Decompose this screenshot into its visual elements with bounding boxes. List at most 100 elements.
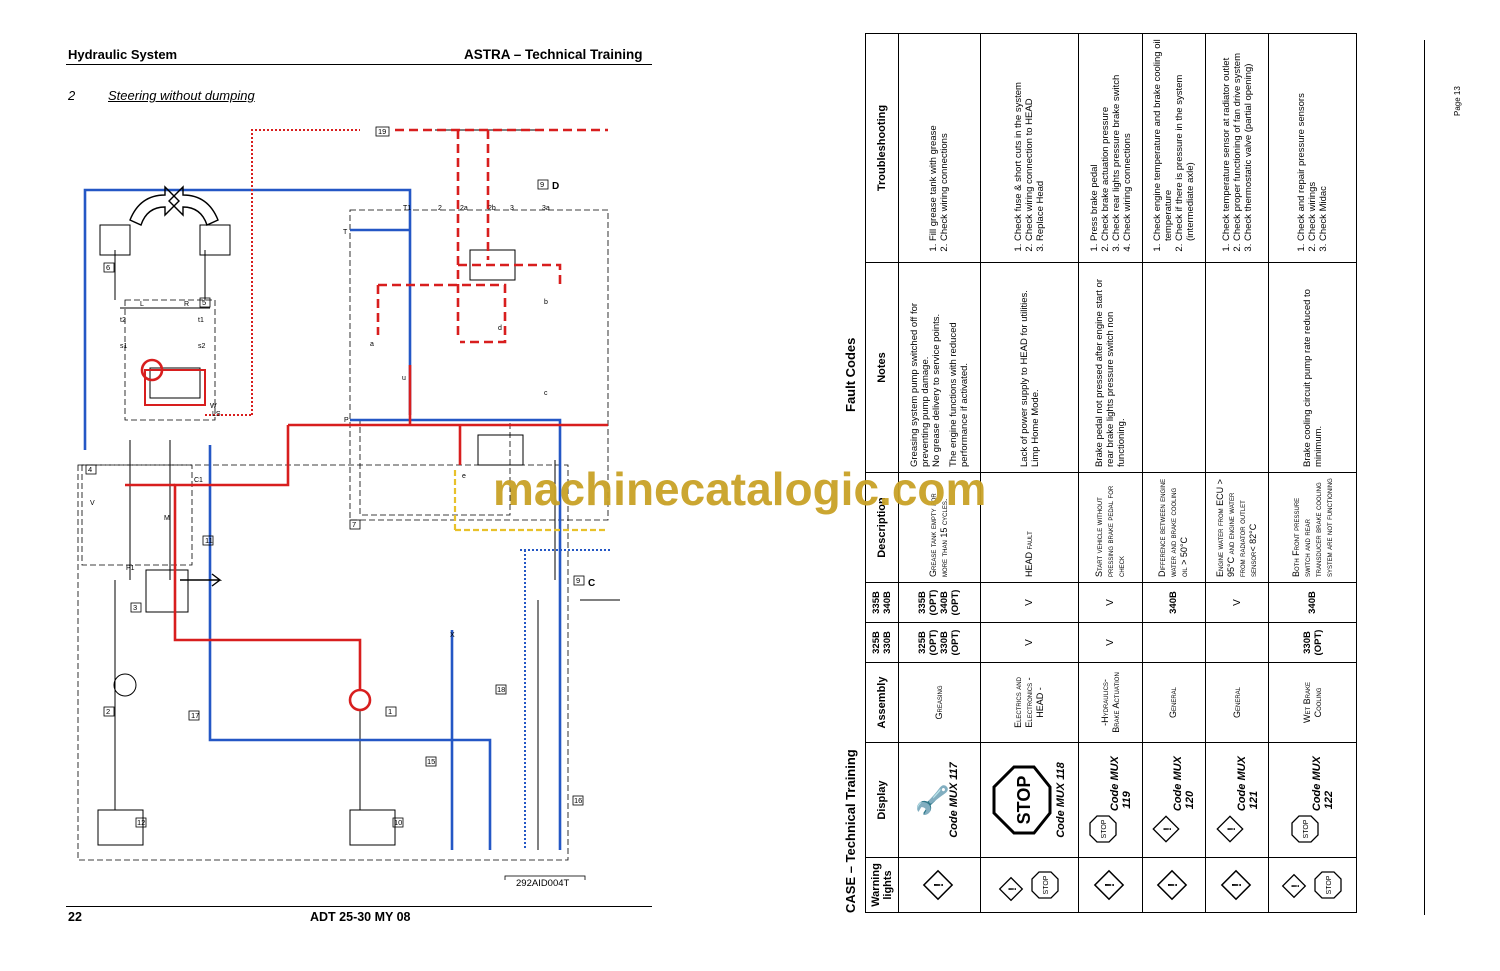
callout-2: 2 — [106, 707, 110, 716]
table-row: ! STOP Code MUX 119 -Hydraulics- Brake A… — [1078, 33, 1143, 913]
warning-diamond-icon: ! — [998, 876, 1023, 902]
assembly-cell: General — [1142, 662, 1206, 743]
display-cell: STOP Code MUX 119 — [1078, 742, 1143, 858]
table-row: ! ! Code MUX 121 General V Engine water … — [1205, 33, 1269, 913]
step: Check temperature sensor at radiator out… — [1221, 39, 1232, 241]
port-p: P — [344, 417, 349, 424]
warning-light-cell: ! STOP — [1268, 857, 1357, 913]
step: Check wiring connections — [1122, 39, 1133, 241]
step: Replace Head — [1035, 39, 1046, 241]
port-x: X — [450, 632, 455, 639]
left-header-brand: ASTRA – Technical Training — [464, 47, 643, 62]
table-row: ! STOP STOP Code MUX 118 Electrics and E… — [980, 33, 1079, 913]
port-t: T — [343, 229, 348, 236]
page-label: Page 13 — [1453, 86, 1462, 116]
warning-light-cell: ! — [1078, 857, 1143, 913]
svg-text:STOP: STOP — [1303, 819, 1310, 838]
step: Check if there is pressure in the system… — [1174, 39, 1196, 241]
callout-9-d: 9 — [540, 180, 544, 189]
troubleshooting-cell: Fill grease tank with greaseCheck wiring… — [898, 33, 981, 263]
callout-4: 4 — [88, 465, 92, 474]
troubleshooting-cell: Check engine temperature and brake cooli… — [1142, 33, 1206, 263]
model-325-cell — [1205, 622, 1269, 663]
model-335-cell: V — [1078, 582, 1143, 623]
svg-text:!: ! — [1229, 883, 1244, 887]
footer-model: ADT 25-30 MY 08 — [310, 910, 411, 924]
description-cell: Both Front pressure switch and rear tran… — [1268, 472, 1357, 583]
valve-u: u — [402, 375, 406, 382]
callout-16: 16 — [574, 796, 582, 805]
step: Check and repair pressure sensors — [1296, 39, 1307, 241]
svg-text:!: ! — [1290, 884, 1302, 888]
section-title: Steering without dumping — [108, 88, 255, 103]
display-code: Code MUX 120 — [1172, 756, 1197, 812]
troubleshooting-cell: Check and repair pressure sensorsCheck w… — [1268, 33, 1357, 263]
step: Check Midac — [1318, 39, 1329, 241]
col-335b-340b: 335B 340B — [865, 582, 899, 623]
left-header-title: Hydraulic System — [68, 47, 178, 62]
model-335-cell: 340B — [1268, 582, 1357, 623]
warning-light-cell: ! — [1205, 857, 1269, 913]
assembly-cell: Greasing — [898, 662, 981, 743]
table-row: ! STOP STOP Code MUX 122 Wet Brake Cooli… — [1268, 33, 1357, 913]
port-l: L — [140, 301, 144, 308]
display-code: Code MUX 119 — [1109, 756, 1133, 812]
table-row: ! 🔧 Code MUX 117 Greasing 325B (OPT) 330… — [898, 33, 981, 913]
stop-octagon-icon: STOP — [1313, 871, 1342, 899]
port-2: 2 — [438, 205, 442, 212]
display-code: Code MUX 118 — [1055, 762, 1068, 838]
valve-e: e — [462, 473, 466, 480]
footer-rule — [66, 906, 652, 907]
display-code: Code MUX 117 — [948, 762, 961, 838]
step: Check rear lights pressure brake switch — [1111, 39, 1122, 241]
port-c: C — [588, 578, 595, 589]
assembly-cell: Electrics and Electronics - HEAD - — [980, 662, 1079, 743]
description-cell: Engine water from ECU > 95°C and engine … — [1205, 472, 1269, 583]
warning-diamond-icon: ! — [1215, 815, 1244, 843]
col-troubleshooting: Troubleshooting — [865, 33, 899, 263]
warning-diamond-icon: ! — [1281, 873, 1306, 899]
footer-page-number: 22 — [68, 910, 82, 924]
callout-6: 6 — [106, 263, 110, 272]
assembly-cell: -Hydraulics- Brake Actuation — [1078, 662, 1143, 743]
step: Check engine temperature and brake cooli… — [1152, 39, 1174, 241]
notes-cell: Brake cooling circuit pump rate reduced … — [1268, 262, 1357, 473]
notes-cell — [1205, 262, 1269, 473]
notes-cell: Lack of power supply to HEAD for utiliti… — [980, 262, 1079, 473]
callout-3: 3 — [133, 603, 137, 612]
port-ls: LS — [212, 411, 221, 418]
description-cell: Difference between engine water and brak… — [1142, 472, 1206, 583]
display-code: Code MUX 121 — [1235, 756, 1260, 812]
port-s1: s1 — [120, 343, 128, 350]
note-line: The engine functions with reduced perfor… — [947, 322, 970, 467]
port-m: M — [164, 515, 170, 522]
stop-octagon-icon: STOP — [1291, 815, 1319, 843]
step: Check wiring connection to HEAD — [1024, 39, 1035, 241]
display-cell: STOP Code MUX 122 — [1268, 742, 1357, 858]
warning-light-cell: ! — [1142, 857, 1206, 913]
svg-text:!: ! — [931, 883, 946, 887]
model-335-cell: 335B (OPT) 340B (OPT) — [898, 582, 981, 623]
grease-gun-icon: 🔧 — [917, 782, 949, 818]
port-s2: s2 — [198, 343, 206, 350]
display-code: Code MUX 122 — [1311, 756, 1336, 812]
notes-cell: Brake pedal not pressed after engine sta… — [1078, 262, 1143, 473]
svg-text:!: ! — [1007, 887, 1019, 891]
port-t1b: t1 — [198, 317, 204, 324]
port-c1: C1 — [194, 477, 203, 484]
model-325-cell: V — [980, 622, 1079, 663]
step: Check wiring connections — [939, 39, 950, 241]
valve-c: c — [544, 390, 548, 397]
valve-b: b — [544, 299, 548, 306]
col-notes: Notes — [865, 262, 899, 473]
callout-18: 18 — [497, 685, 505, 694]
model-335-cell: V — [1205, 582, 1269, 623]
fault-code-table: Warning lights Display Assembly 325B 330… — [865, 33, 1357, 913]
svg-text:!: ! — [1165, 883, 1180, 887]
step: Check wirings — [1307, 39, 1318, 241]
port-d: D — [552, 181, 559, 192]
svg-text:!: ! — [1226, 827, 1238, 831]
svg-text:!: ! — [1162, 827, 1174, 831]
svg-text:STOP: STOP — [1326, 875, 1333, 894]
callout-5: 5 — [202, 298, 206, 307]
